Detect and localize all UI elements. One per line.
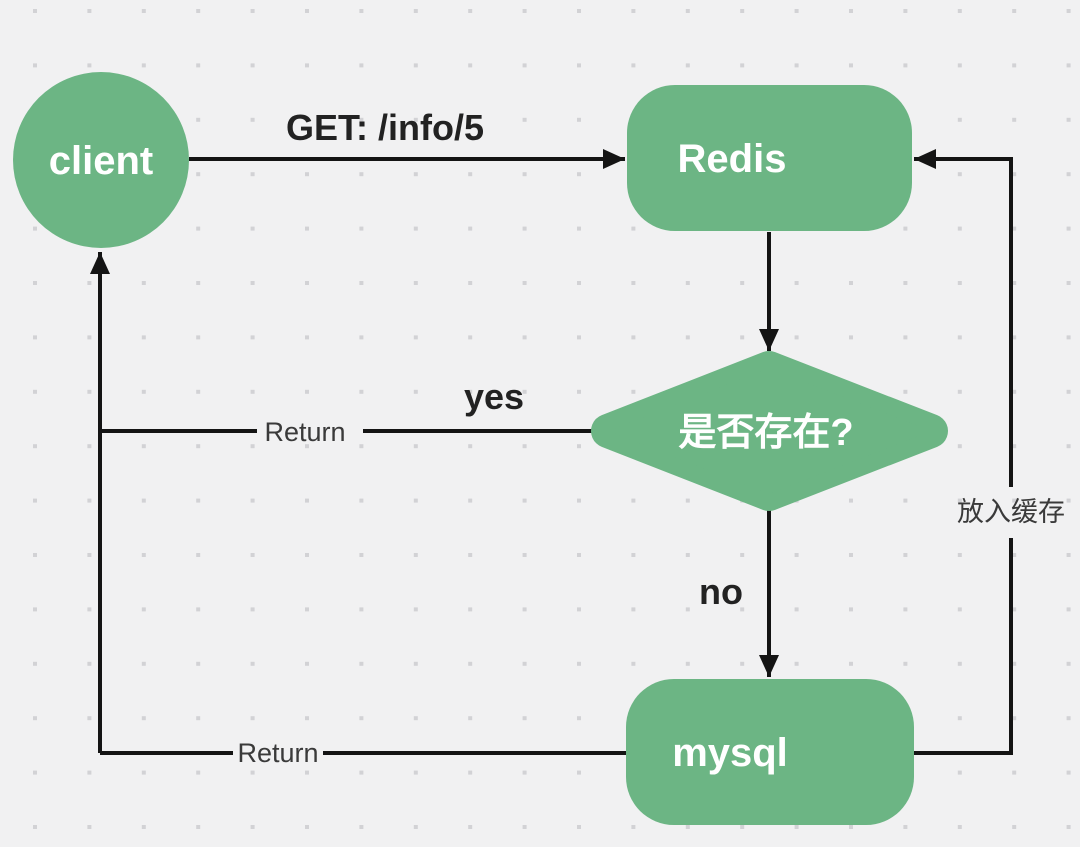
edge-mysql-to-redis-upper-segment <box>914 149 1013 487</box>
node-client-label: client <box>49 139 153 183</box>
node-mysql: mysql <box>626 679 914 825</box>
node-redis: Redis <box>627 85 912 231</box>
node-decision: 是否存在? <box>591 351 948 511</box>
node-client-shape <box>13 72 189 248</box>
node-mysql-shape <box>626 679 914 825</box>
edge-label-return-top: Return <box>264 417 345 447</box>
node-decision-shape <box>608 368 931 494</box>
edge-label-get-info: GET: /info/5 <box>286 107 484 148</box>
node-client: client <box>13 72 189 248</box>
edge-mysql-to-redis-lower-segment <box>914 538 1013 755</box>
edge-label-return-bottom: Return <box>237 738 318 768</box>
node-redis-shape <box>627 85 912 231</box>
edge-label-fill-cache: 放入缓存 <box>957 497 1065 527</box>
edge-label-no: no <box>699 571 743 612</box>
node-mysql-label: mysql <box>672 731 788 775</box>
node-redis-label: Redis <box>678 137 787 181</box>
edge-label-yes: yes <box>464 376 524 417</box>
node-decision-label: 是否存在? <box>678 412 853 454</box>
